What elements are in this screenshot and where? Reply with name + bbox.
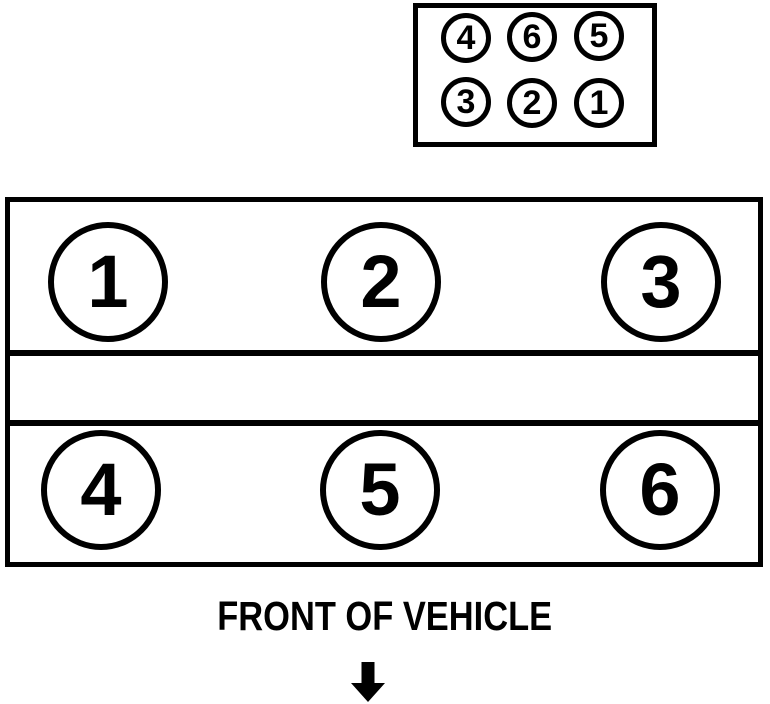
cylinder-label: 2 (360, 240, 402, 323)
front-of-vehicle-caption: FRONT OF VEHICLE (217, 593, 553, 639)
coil-terminal-label: 1 (589, 84, 609, 122)
coil-terminal-1: 1 (574, 78, 624, 128)
coil-terminal-label: 2 (522, 84, 542, 122)
bank-divider-top (10, 350, 758, 356)
coil-terminal-2: 2 (507, 78, 557, 128)
coil-terminal-4: 4 (441, 13, 491, 63)
coil-terminal-label: 6 (522, 18, 542, 56)
coil-terminal-5: 5 (574, 11, 624, 61)
cylinder-label: 5 (359, 448, 401, 531)
cylinder-6: 6 (600, 430, 720, 550)
coil-terminal-label: 5 (589, 17, 609, 55)
engine-block: 1 2 3 4 5 6 (5, 197, 763, 567)
cylinder-label: 6 (639, 448, 681, 531)
cylinder-3: 3 (601, 222, 721, 342)
bank-divider-bottom (10, 420, 758, 426)
cylinder-4: 4 (41, 430, 161, 550)
cylinder-1: 1 (48, 222, 168, 342)
coil-terminal-3: 3 (441, 77, 491, 127)
cylinder-label: 4 (80, 448, 122, 531)
down-arrow-icon (351, 662, 385, 702)
coil-terminal-label: 3 (456, 83, 476, 121)
cylinder-2: 2 (321, 222, 441, 342)
cylinder-label: 3 (640, 240, 682, 323)
coil-terminal-label: 4 (456, 19, 476, 57)
coil-terminal-6: 6 (507, 12, 557, 62)
cylinder-5: 5 (320, 430, 440, 550)
cylinder-label: 1 (87, 240, 129, 323)
coil-pack-box: 4 6 5 3 2 1 (413, 3, 657, 147)
